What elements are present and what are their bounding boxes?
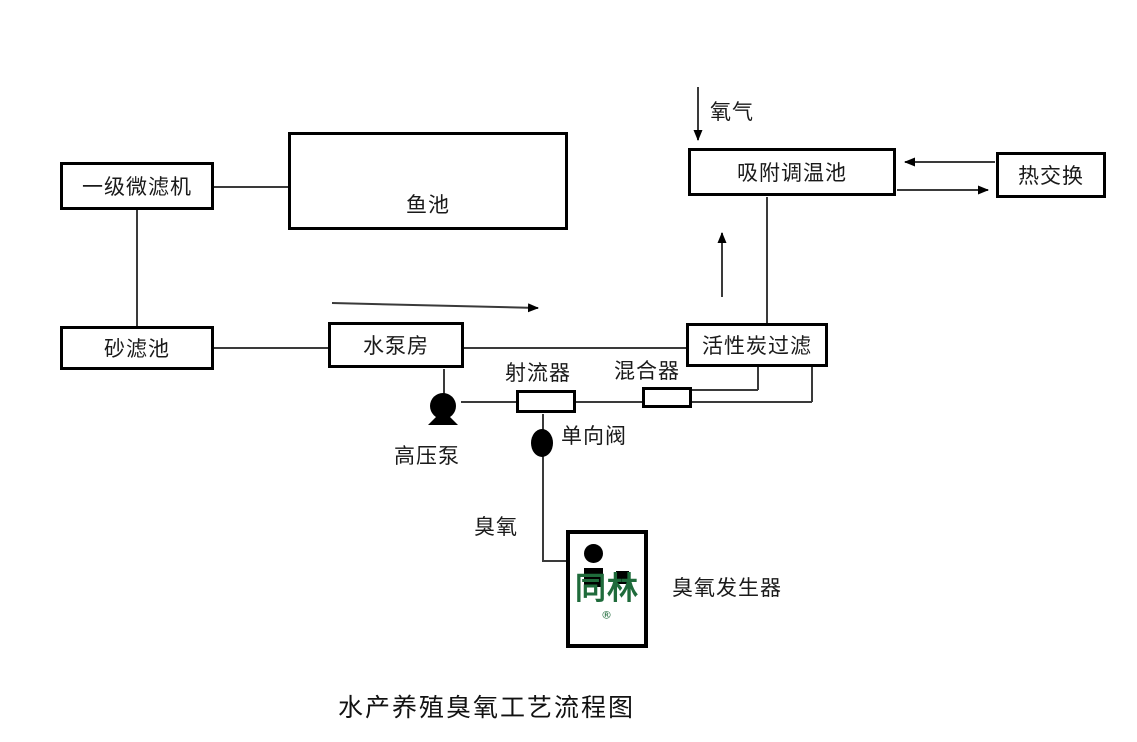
- pump-head-shape: [430, 393, 456, 419]
- device-brand-registered-mark: ®: [601, 608, 613, 622]
- label-mixer: 混合器: [614, 355, 680, 385]
- connector-microfilter-to-sandfilter: [136, 210, 138, 327]
- node-carbon-filter[interactable]: 活性炭过滤: [686, 323, 828, 367]
- label-ozone-generator-text: 臭氧发生器: [672, 576, 782, 600]
- label-check-valve: 单向阀: [561, 420, 627, 450]
- connector-pumphouse-to-carbonfilter: [464, 347, 686, 349]
- label-ozone: 臭氧: [474, 511, 518, 541]
- flow-arrow-right: [331, 302, 539, 313]
- label-mixer-text: 混合器: [614, 359, 680, 383]
- check-valve-icon: [531, 429, 553, 457]
- connector-sandfilter-to-pumphouse: [214, 347, 329, 349]
- connector-ozone-into-generator: [542, 560, 568, 562]
- label-oxygen: 氧气: [710, 96, 754, 126]
- device-button-large-icon: [584, 568, 603, 587]
- connector-jet-to-valve: [542, 414, 544, 432]
- connector-carbonfilter-bottom-stub: [757, 354, 759, 390]
- ozone-generator-device[interactable]: 同林®: [566, 530, 648, 648]
- label-high-pressure-pump: 高压泵: [394, 440, 460, 470]
- connector-carbonfilter-to-adsorption: [766, 197, 768, 326]
- node-pump-house[interactable]: 水泵房: [328, 322, 464, 368]
- device-brand-logo: 同林®: [570, 574, 644, 636]
- node-microfilter[interactable]: 一级微滤机: [60, 162, 214, 210]
- device-button-small-icon: [616, 571, 629, 584]
- label-jet-text: 射流器: [505, 361, 571, 385]
- label-oxygen-text: 氧气: [710, 100, 754, 124]
- connector-mixer-to-riser: [690, 401, 812, 403]
- node-heat-exchange-label: 热交换: [1018, 164, 1084, 188]
- diagram-title-text: 水产养殖臭氧工艺流程图: [338, 693, 636, 722]
- connector-pumphouse-down: [443, 369, 445, 402]
- node-adsorption-pool-label: 吸附调温池: [737, 161, 847, 185]
- node-pump-house-label: 水泵房: [363, 334, 429, 358]
- connector-valve-to-ozone: [542, 456, 544, 561]
- device-brand-text: 同林: [575, 571, 639, 607]
- component-mixer-box[interactable]: [642, 387, 692, 408]
- component-jet-box[interactable]: [516, 390, 576, 413]
- label-check-valve-text: 单向阀: [561, 424, 627, 448]
- connector-pump-to-jet: [461, 401, 517, 403]
- node-microfilter-label: 一级微滤机: [82, 175, 192, 199]
- connector-microfilter-to-fishpond: [214, 186, 290, 188]
- connector-jet-to-mixer: [576, 401, 643, 403]
- node-carbon-filter-label: 活性炭过滤: [702, 334, 812, 358]
- connector-carbonfilter-stub-h: [690, 389, 758, 391]
- label-ozone-text: 臭氧: [474, 515, 518, 539]
- node-heat-exchange[interactable]: 热交换: [996, 152, 1106, 198]
- label-high-pressure-pump-text: 高压泵: [394, 444, 460, 468]
- device-indicator-circle-icon: [584, 544, 603, 563]
- diagram-title: 水产养殖臭氧工艺流程图: [338, 688, 635, 724]
- high-pressure-pump-icon: [428, 393, 458, 425]
- node-sand-filter-label: 砂滤池: [104, 337, 170, 361]
- node-adsorption-pool[interactable]: 吸附调温池: [688, 148, 896, 196]
- label-jet: 射流器: [505, 357, 571, 387]
- node-fish-pond[interactable]: 鱼池: [288, 132, 568, 230]
- connector-riser-to-carbonfilter: [811, 366, 813, 402]
- label-ozone-generator: 臭氧发生器: [672, 572, 782, 602]
- node-sand-filter[interactable]: 砂滤池: [60, 326, 214, 370]
- node-fish-pond-label: 鱼池: [406, 193, 450, 217]
